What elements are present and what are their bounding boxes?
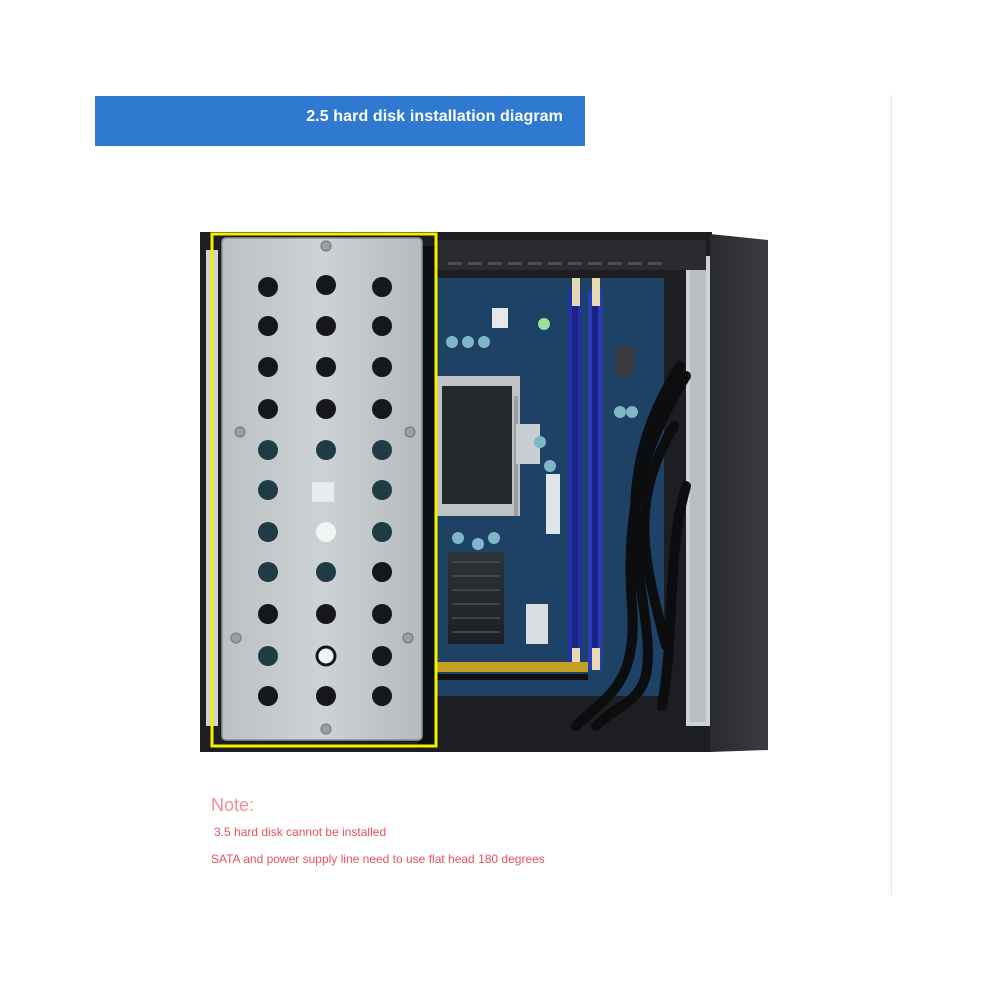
divider	[891, 95, 892, 895]
plate-holes	[258, 275, 392, 706]
plate-screws	[230, 240, 416, 735]
note-line: 3.5 hard disk cannot be installed	[214, 825, 387, 839]
pcie-slot	[428, 662, 588, 672]
cable-bundle	[571, 371, 691, 731]
side-panel	[710, 234, 768, 752]
title-banner: 2.5 hard disk installation diagram	[95, 96, 585, 146]
highlight-frame	[210, 232, 438, 748]
chipset-heatsink	[448, 552, 504, 644]
banner-title: 2.5 hard disk installation diagram	[306, 108, 563, 125]
note-block: Note: 3.5 hard disk cannot be installed …	[211, 795, 545, 866]
note-heading: Note:	[211, 795, 255, 815]
top-vent	[436, 240, 706, 270]
case-photo	[200, 232, 768, 752]
note-line: SATA and power supply line need to use f…	[211, 852, 545, 866]
